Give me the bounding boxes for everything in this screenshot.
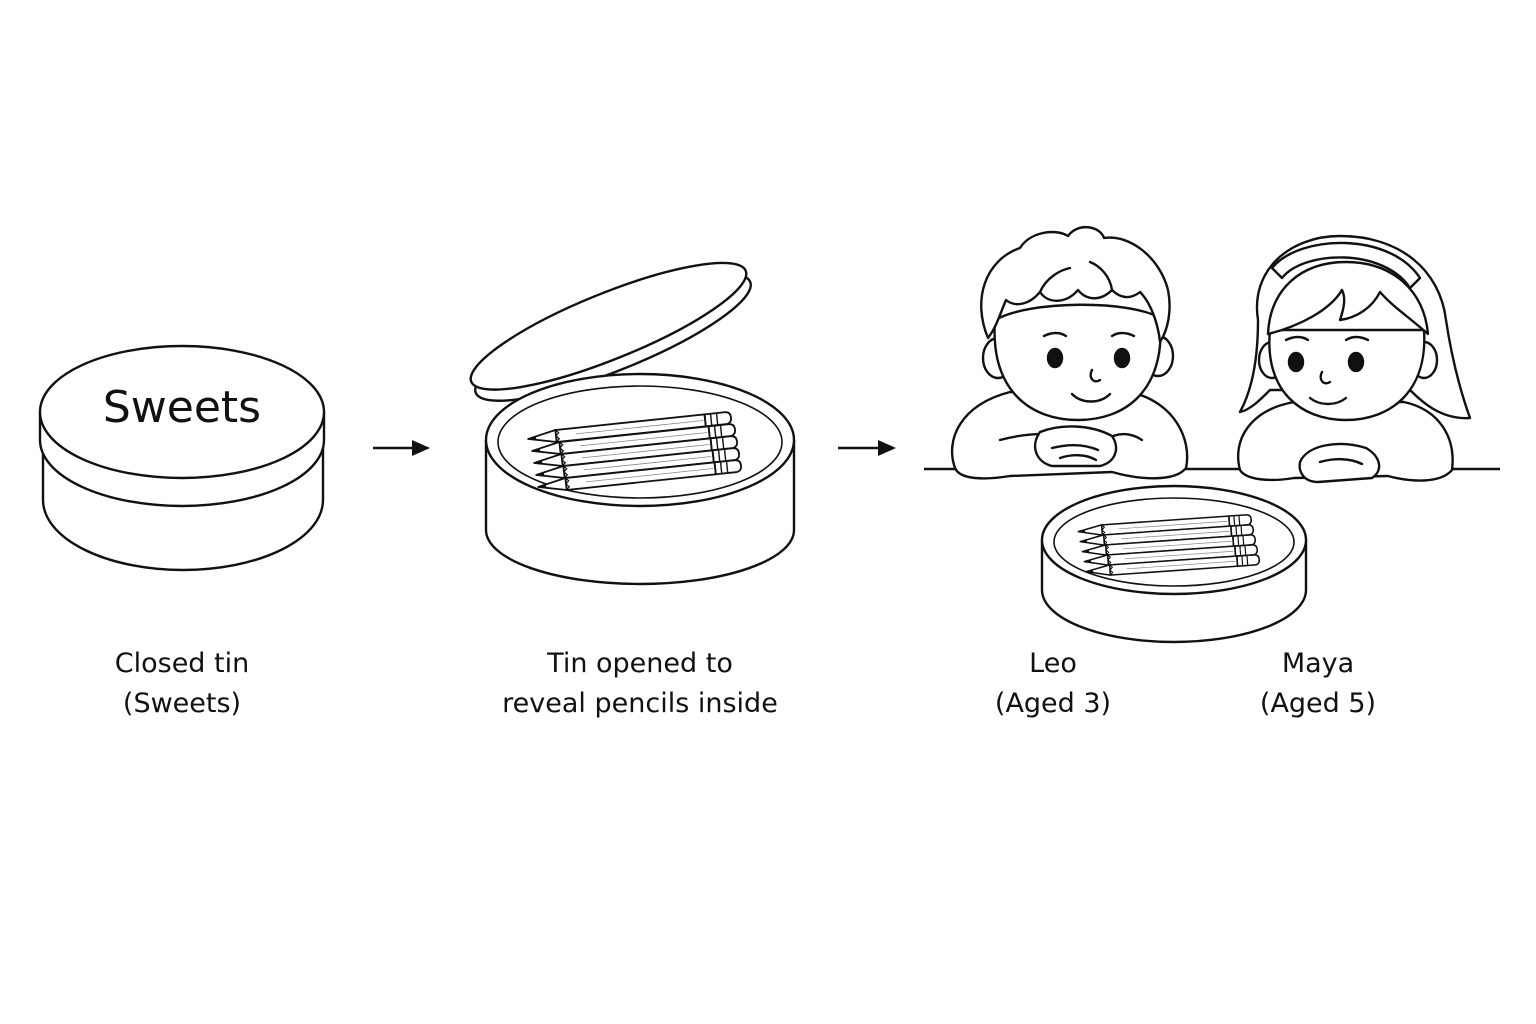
caption-line: (Sweets) bbox=[122, 688, 242, 719]
girl-icon bbox=[1237, 234, 1472, 484]
caption-opened-tin: Tin opened to reveal pencils inside bbox=[470, 644, 810, 724]
sweets-tin-icon bbox=[38, 344, 326, 572]
boy-icon bbox=[950, 226, 1189, 480]
open-tin-icon bbox=[469, 261, 796, 586]
arrow-right-icon bbox=[838, 440, 896, 456]
caption-name: Maya bbox=[1281, 648, 1355, 679]
tin-lid-label: Sweets bbox=[103, 382, 261, 433]
caption-maya: Maya (Aged 5) bbox=[1218, 644, 1418, 724]
caption-leo: Leo (Aged 3) bbox=[953, 644, 1153, 724]
caption-age: (Aged 3) bbox=[994, 688, 1112, 719]
caption-closed-tin: Closed tin (Sweets) bbox=[60, 644, 304, 724]
arrow-right-icon bbox=[373, 440, 430, 456]
caption-line: Tin opened to bbox=[547, 648, 733, 679]
caption-line: reveal pencils inside bbox=[502, 688, 778, 719]
caption-line: Closed tin bbox=[114, 648, 250, 679]
caption-name: Leo bbox=[1029, 648, 1077, 679]
caption-age: (Aged 5) bbox=[1259, 688, 1377, 719]
